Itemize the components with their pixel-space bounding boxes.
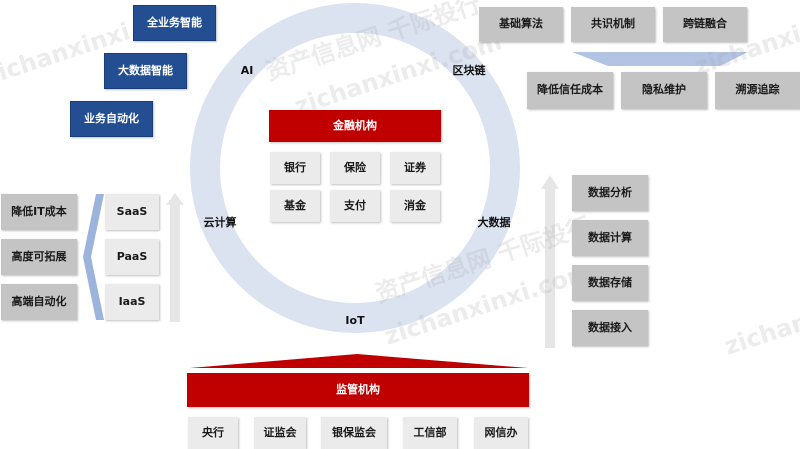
ai-app-box-1: 全业务智能 — [133, 5, 216, 41]
right-up-arrow — [541, 175, 559, 348]
regulator-item-central-bank: 央行 — [188, 417, 238, 449]
cloud-benefit-cost: 降低IT成本 — [1, 194, 77, 230]
ring-label-ai: AI — [240, 63, 254, 77]
cloud-service-iaas: IaaS — [105, 284, 159, 320]
ring-label-bigdata: 大数据 — [477, 216, 511, 229]
regulator-item-csrc: 证监会 — [254, 417, 306, 449]
regulator-triangle — [190, 354, 528, 368]
left-up-arrow — [166, 193, 184, 322]
blockchain-benefit-trace: 溯源追踪 — [715, 72, 800, 109]
ring-label-cloud: 云计算 — [203, 216, 237, 229]
blockchain-funnel — [572, 52, 748, 66]
regulator-item-cac: 网信办 — [474, 417, 528, 449]
data-item-compute: 数据计算 — [572, 220, 648, 256]
blockchain-item-crosschain: 跨链融合 — [663, 7, 747, 42]
cloud-chevron — [83, 194, 104, 320]
data-item-analysis: 数据分析 — [572, 175, 648, 211]
blockchain-benefit-trust: 降低信任成本 — [527, 72, 613, 109]
ai-app-box-3: 业务自动化 — [70, 101, 153, 137]
data-item-ingest: 数据接入 — [572, 310, 648, 346]
technology-ring — [190, 3, 520, 333]
blockchain-benefit-privacy: 隐私维护 — [621, 72, 707, 109]
financial-item-insurance: 保险 — [330, 152, 380, 184]
ai-app-box-2: 大数据智能 — [104, 53, 187, 89]
ring-label-blockchain: 区块链 — [452, 64, 486, 77]
financial-institution-header: 金融机构 — [269, 110, 441, 142]
data-item-storage: 数据存储 — [572, 265, 648, 301]
cloud-benefit-automation: 高端自动化 — [1, 284, 77, 320]
financial-item-fund: 基金 — [270, 190, 320, 222]
cloud-service-saas: SaaS — [105, 194, 159, 230]
cloud-benefit-scalable: 高度可拓展 — [1, 239, 77, 275]
regulator-item-miit: 工信部 — [403, 417, 457, 449]
blockchain-item-algorithm: 基础算法 — [479, 7, 563, 42]
regulator-header: 监管机构 — [187, 373, 529, 407]
financial-item-consumer-finance: 消金 — [390, 190, 440, 222]
financial-item-bank: 银行 — [270, 152, 320, 184]
financial-item-securities: 证券 — [390, 152, 440, 184]
ring-label-iot: IoT — [345, 313, 365, 327]
cloud-service-paas: PaaS — [105, 239, 159, 275]
blockchain-item-consensus: 共识机制 — [571, 7, 655, 42]
regulator-item-cbirc: 银保监会 — [321, 417, 387, 449]
financial-item-payment: 支付 — [330, 190, 380, 222]
